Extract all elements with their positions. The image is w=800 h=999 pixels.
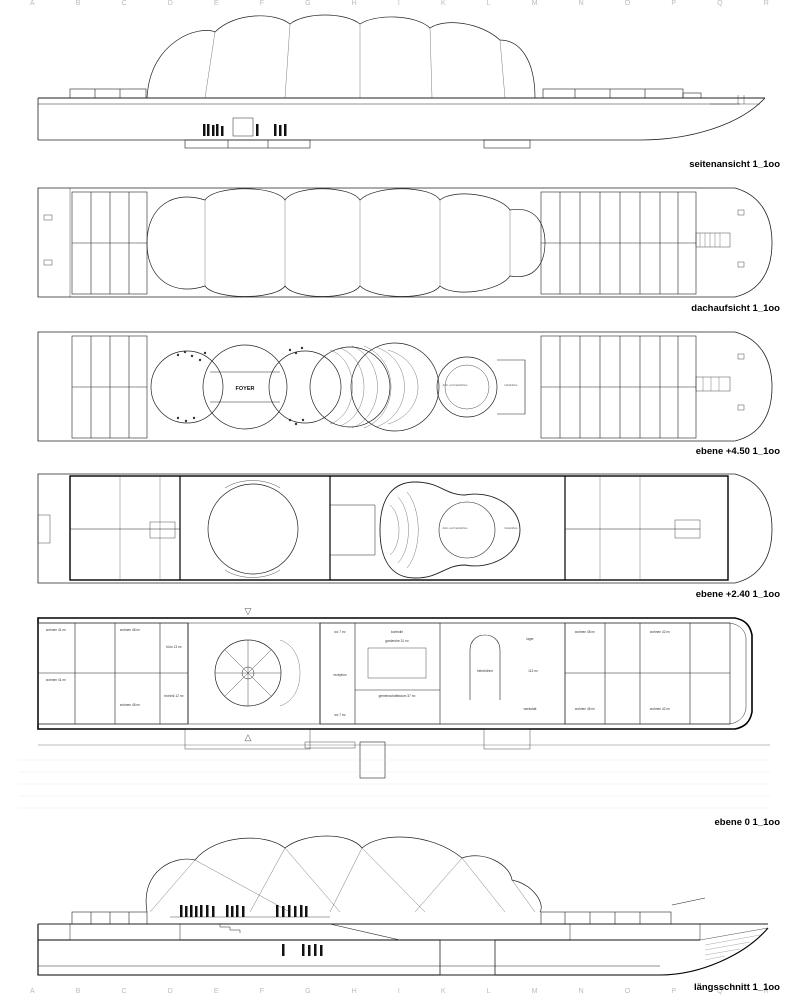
grid-letter: D: [167, 988, 174, 995]
stage-label-d: hebebühne: [505, 526, 519, 530]
room-label: wohnen 41 m²: [46, 678, 66, 682]
grid-letter: K: [440, 988, 447, 995]
stage-label-a: dreh- und hebebühne: [443, 383, 468, 387]
grid-letter: L: [486, 988, 492, 995]
room-label: garderobe 31 m²: [385, 639, 409, 643]
grid-letter: N: [578, 0, 585, 7]
grid-letter: M: [531, 0, 539, 7]
caption-level-450: ebene +4.50 1_1oo: [695, 446, 780, 457]
grid-letter: B: [75, 0, 82, 7]
grid-letter: G: [305, 988, 312, 995]
grid-letter: O: [624, 988, 632, 995]
room-label: werkstatt: [524, 707, 537, 711]
svg-text:△: △: [245, 732, 252, 742]
caption-elevation: seitenansicht 1_1oo: [689, 159, 780, 170]
grid-letter: A: [30, 988, 36, 995]
room-label: wohnen 42 m²: [650, 707, 670, 711]
room-label: gemeinschaftsraum 37 m²: [379, 694, 416, 698]
side-elevation: [37, 14, 766, 149]
grid-letter: R: [763, 0, 770, 7]
caption-level-240: ebene +2.40 1_1oo: [695, 589, 780, 600]
room-label: wohnen 48 m²: [575, 707, 595, 711]
grid-letter: C: [121, 0, 128, 7]
grid-letter: I: [397, 988, 401, 995]
room-label: wohnen 42 m²: [650, 630, 670, 634]
room-label: wc 7 m²: [334, 713, 345, 717]
grid-letter: A: [30, 0, 36, 7]
grid-letter: R: [763, 988, 770, 995]
room-label: rezeption: [333, 673, 346, 677]
grid-letter: D: [167, 0, 174, 7]
plan-level-450: FOYER dreh- und hebebühne hebebühne: [37, 331, 773, 442]
grid-letter: Q: [717, 988, 724, 995]
grid-letter: P: [671, 0, 678, 7]
room-label: wc 7 m²: [334, 630, 345, 634]
grid-letter: I: [397, 0, 401, 7]
grid-letter: E: [213, 0, 220, 7]
stage-label-c: dreh- und hebebühne: [443, 526, 468, 530]
room-label: 113 m²: [528, 669, 538, 673]
grid-letter: L: [486, 0, 492, 7]
grid-letter: N: [578, 988, 585, 995]
room-label: technik 12 m²: [164, 694, 183, 698]
grid-letter: G: [305, 0, 312, 7]
grid-letter: Q: [717, 0, 724, 7]
roof-plan: [37, 187, 773, 298]
grid-letter: P: [671, 988, 678, 995]
svg-text:▽: ▽: [245, 606, 252, 616]
grid-letter: K: [440, 0, 447, 7]
room-label: hebebühne: [477, 669, 493, 673]
grid-letter: C: [121, 988, 128, 995]
room-label: wohnen 48 m²: [120, 703, 140, 707]
room-label: wohnen 48 m²: [575, 630, 595, 634]
grid-letter: H: [351, 0, 358, 7]
grid-letter: F: [259, 0, 265, 7]
grid-letter: H: [351, 988, 358, 995]
long-section: [37, 835, 769, 976]
grid-letter: F: [259, 988, 265, 995]
room-label: kontrolle: [391, 630, 403, 634]
grid-letter: B: [75, 988, 82, 995]
grid-letter: M: [531, 988, 539, 995]
room-label: büro 13 m²: [166, 645, 181, 649]
caption-level-0: ebene 0 1_1oo: [714, 817, 780, 828]
grid-letter: O: [624, 0, 632, 7]
grid-letter: E: [213, 988, 220, 995]
caption-section: längsschnitt 1_1oo: [693, 982, 780, 993]
room-label: wohnen 48 m²: [120, 628, 140, 632]
room-label: wohnen 41 m²: [46, 628, 66, 632]
room-label: lager: [526, 637, 534, 641]
caption-roof: dachaufsicht 1_1oo: [691, 303, 780, 314]
stage-label-b: hebebühne: [505, 383, 519, 387]
plan-level-240: dreh- und hebebühne hebebühne: [37, 473, 773, 584]
plan-level-0: ▽ △ w: [18, 606, 770, 809]
foyer-label: FOYER: [236, 386, 255, 392]
